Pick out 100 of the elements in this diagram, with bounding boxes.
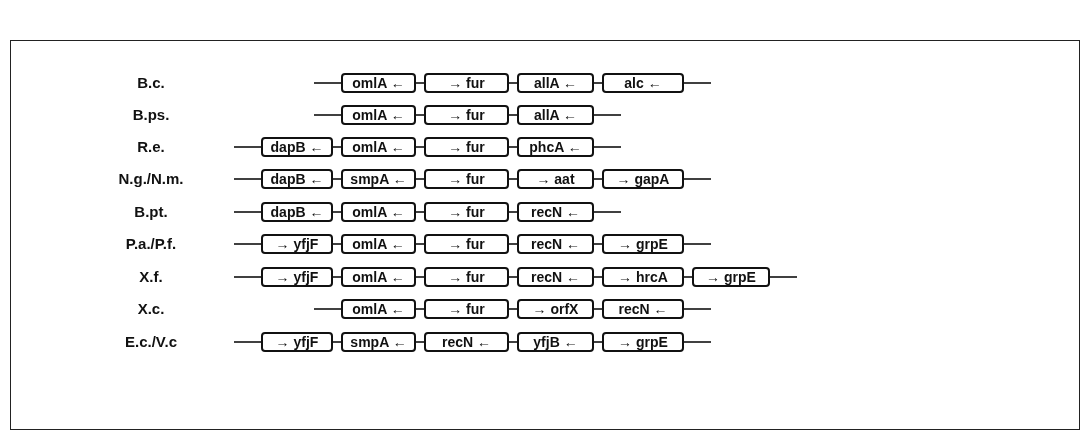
gene-label: allA ←	[533, 75, 577, 91]
gene-label: smpA ←	[350, 171, 407, 187]
dna-line	[415, 211, 425, 213]
gene-label: dapB ←	[270, 171, 324, 187]
gene-label: omlA ←	[352, 236, 405, 252]
gene-box	[341, 169, 416, 189]
species-label: E.c./V.c	[124, 332, 178, 352]
dna-line	[415, 341, 425, 343]
gene-box	[341, 105, 416, 125]
gene-label: → yfjF	[275, 334, 319, 350]
dna-line	[415, 178, 425, 180]
dna-line	[593, 82, 603, 84]
gene-label: omlA ←	[352, 301, 405, 317]
gene-box	[517, 267, 594, 287]
gene-box	[424, 332, 509, 352]
gene-box	[261, 267, 333, 287]
dna-line	[593, 146, 622, 148]
dna-line	[415, 82, 425, 84]
dna-line	[313, 308, 342, 310]
gene-label: dapB ←	[270, 139, 324, 155]
gene-box	[424, 169, 509, 189]
gene-box	[424, 202, 509, 222]
gene-label: dapB ←	[270, 204, 324, 220]
gene-box	[341, 137, 416, 157]
dna-line	[332, 276, 342, 278]
dna-line	[332, 146, 342, 148]
gene-label: → orfX	[532, 301, 579, 317]
gene-label: yfjB ←	[533, 334, 578, 350]
gene-box	[424, 299, 509, 319]
gene-box	[261, 169, 333, 189]
dna-line	[508, 308, 518, 310]
dna-line	[233, 211, 262, 213]
gene-box	[602, 332, 684, 352]
dna-line	[233, 178, 262, 180]
dna-line	[593, 211, 622, 213]
gene-label: → fur	[448, 75, 485, 91]
gene-label: → hrcA	[618, 269, 668, 285]
gene-label: recN ←	[531, 269, 580, 285]
dna-line	[415, 308, 425, 310]
gene-label: → yfjF	[275, 236, 319, 252]
species-label: X.c.	[136, 299, 166, 319]
dna-line	[508, 178, 518, 180]
gene-label: allA ←	[533, 107, 577, 123]
species-label: P.a./P.f.	[124, 234, 178, 254]
gene-label: → yfjF	[275, 269, 319, 285]
gene-label: → fur	[448, 139, 485, 155]
gene-box	[517, 202, 594, 222]
dna-line	[415, 146, 425, 148]
gene-box	[517, 234, 594, 254]
gene-box	[424, 105, 509, 125]
gene-label: recN ←	[531, 204, 580, 220]
gene-box	[424, 137, 509, 157]
gene-box	[602, 234, 684, 254]
gene-label: → grpE	[706, 269, 756, 285]
dna-line	[233, 243, 262, 245]
gene-box	[692, 267, 770, 287]
dna-line	[683, 308, 712, 310]
gene-box	[341, 299, 416, 319]
dna-line	[313, 82, 342, 84]
gene-label: omlA ←	[352, 204, 405, 220]
dna-line	[593, 341, 603, 343]
gene-label: omlA ←	[352, 139, 405, 155]
dna-line	[415, 276, 425, 278]
gene-box	[517, 73, 594, 93]
gene-box	[517, 169, 594, 189]
gene-box	[424, 234, 509, 254]
dna-line	[508, 146, 518, 148]
dna-line	[508, 211, 518, 213]
dna-line	[332, 178, 342, 180]
gene-box	[261, 234, 333, 254]
dna-line	[332, 211, 342, 213]
gene-label: omlA ←	[352, 75, 405, 91]
gene-label: omlA ←	[352, 269, 405, 285]
gene-label: → fur	[448, 107, 485, 123]
dna-line	[683, 178, 712, 180]
gene-box	[261, 202, 333, 222]
gene-label: → fur	[448, 301, 485, 317]
dna-line	[683, 243, 712, 245]
species-label: B.pt.	[133, 202, 169, 222]
dna-line	[508, 276, 518, 278]
gene-box	[602, 169, 684, 189]
gene-box	[424, 73, 509, 93]
dna-line	[508, 341, 518, 343]
gene-label: recN ←	[442, 334, 491, 350]
dna-line	[233, 341, 262, 343]
gene-label: recN ←	[618, 301, 668, 317]
gene-box	[341, 73, 416, 93]
species-label: R.e.	[136, 137, 166, 157]
gene-label: → fur	[448, 236, 485, 252]
gene-box	[602, 267, 684, 287]
gene-box	[341, 234, 416, 254]
dna-line	[593, 308, 603, 310]
dna-line	[593, 276, 603, 278]
gene-box	[602, 299, 684, 319]
gene-box	[517, 332, 594, 352]
dna-line	[313, 114, 342, 116]
species-label: X.f.	[138, 267, 164, 287]
gene-label: → gapA	[616, 171, 670, 187]
gene-label: → fur	[448, 204, 485, 220]
gene-label: alc ←	[624, 75, 662, 91]
